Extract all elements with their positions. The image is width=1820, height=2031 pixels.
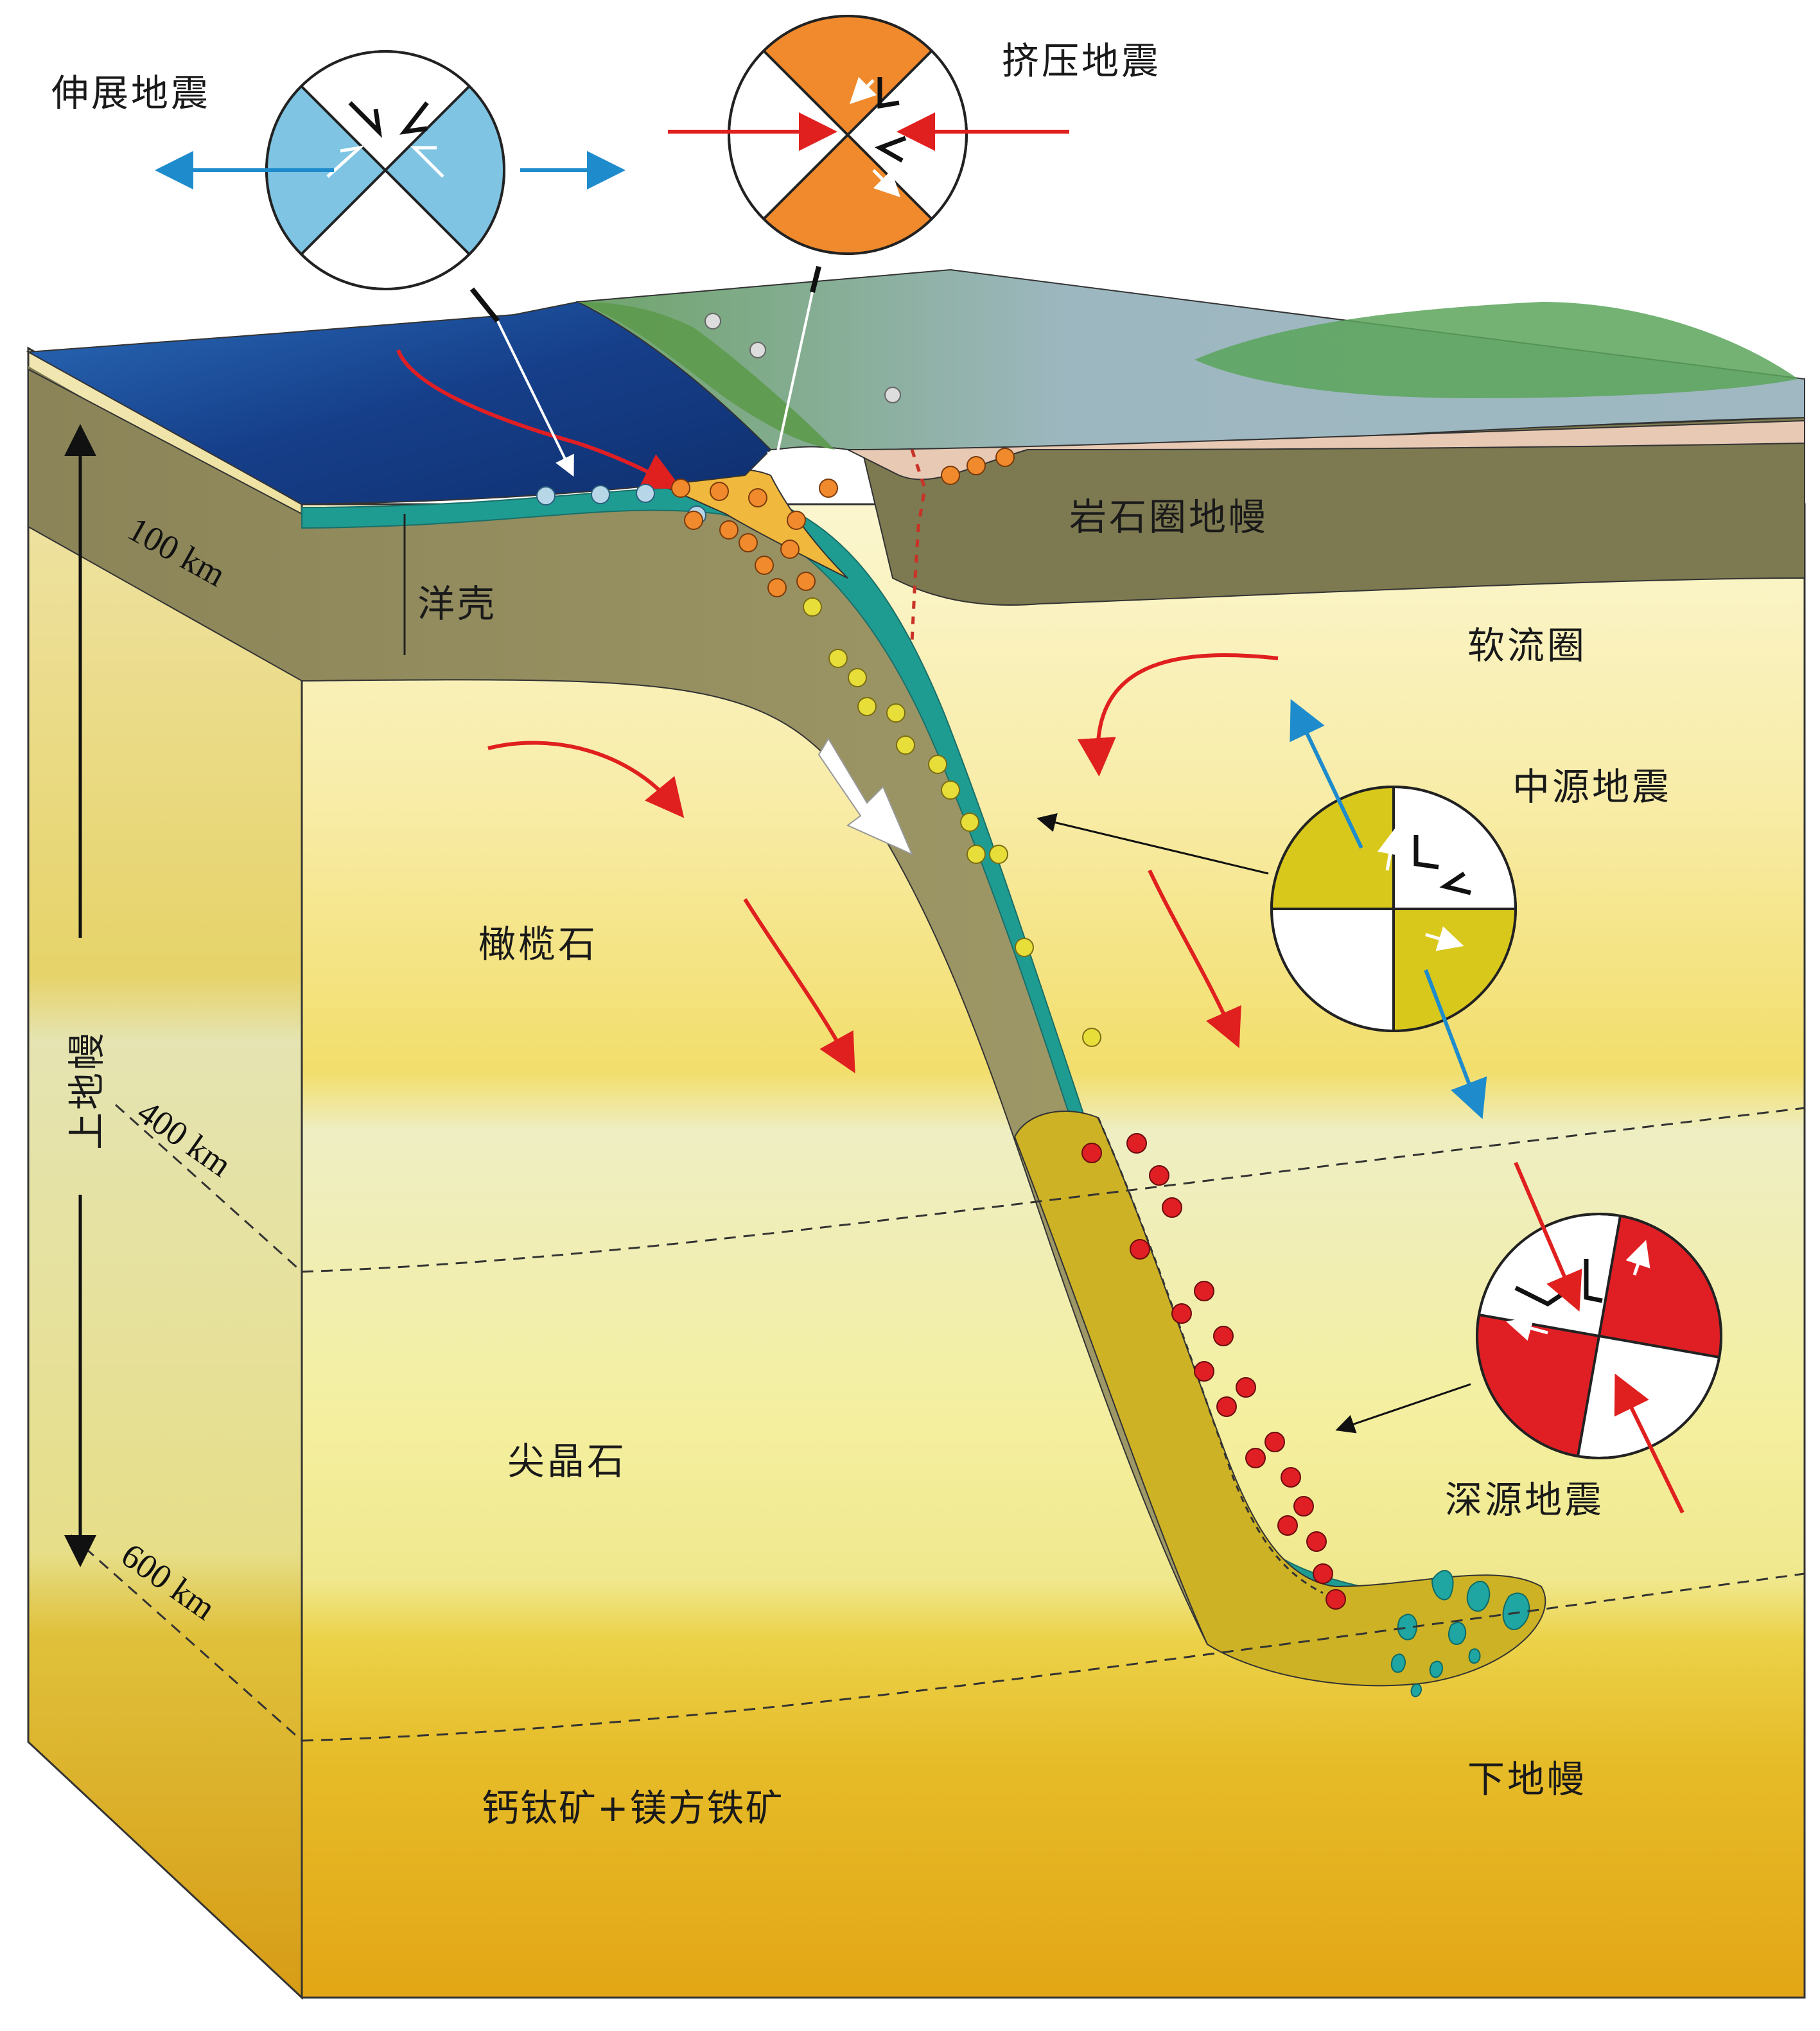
intermediate-tension-down (1424, 969, 1487, 1120)
label-compressional-quake: 挤压地震 (1002, 39, 1161, 83)
magma-conduit (910, 449, 927, 643)
label-asthenosphere: 软流圈 (1467, 624, 1587, 667)
label-perovskite: 钙钛矿+镁方铁矿 (482, 1786, 784, 1830)
continent-crust (847, 419, 1805, 480)
orange-quake-dots (671, 448, 1015, 597)
compressional-beachball[interactable] (728, 15, 968, 255)
coast-vegetation (578, 302, 835, 450)
volcano-icons (704, 313, 901, 403)
intermediate-tension-up (1290, 699, 1363, 849)
label-upper-mantle: 上地幔 (65, 1030, 109, 1150)
label-lower-mantle: 下地幔 (1467, 1757, 1587, 1801)
label-extensional-quake: 伸展地震 (51, 71, 211, 115)
trench-line (396, 349, 682, 489)
slab-motion-arrow (818, 737, 913, 856)
fluid-blobs (1390, 1570, 1530, 1698)
phase-boundaries (70, 1103, 1805, 1742)
deep-beachball[interactable] (1476, 1213, 1722, 1459)
deep-compression-bottom (1614, 1373, 1684, 1514)
label-lithospheric-mantle: 岩石圈地幔 (1069, 495, 1268, 539)
pointer-intermediate (1037, 813, 1269, 875)
label-spinel: 尖晶石 (507, 1439, 627, 1483)
pointer-deep (1335, 1383, 1471, 1434)
pointer-extensional-white (496, 321, 574, 477)
top-surface (26, 268, 1805, 643)
deep-compression-top (1514, 1161, 1582, 1312)
shallow-quake-dots (536, 484, 706, 525)
continent-vegetation (1194, 302, 1798, 398)
label-olivine: 橄榄石 (478, 922, 598, 966)
deep-quake-dots (1081, 1133, 1346, 1610)
intermediate-beachball[interactable] (1270, 786, 1517, 1032)
intermediate-quake-dots (803, 597, 1101, 1047)
wedge-boundary (1097, 1117, 1324, 1594)
mantle-flow-arrows (487, 653, 1279, 1073)
pointer-compressional-white (767, 292, 814, 474)
pointer-extensional (469, 287, 500, 323)
label-deep-quake: 深源地震 (1445, 1478, 1604, 1522)
label-intermediate-quake: 中源地震 (1512, 765, 1672, 809)
label-oceanic-crust: 洋壳 (417, 582, 497, 626)
pointer-compressional (810, 266, 821, 293)
